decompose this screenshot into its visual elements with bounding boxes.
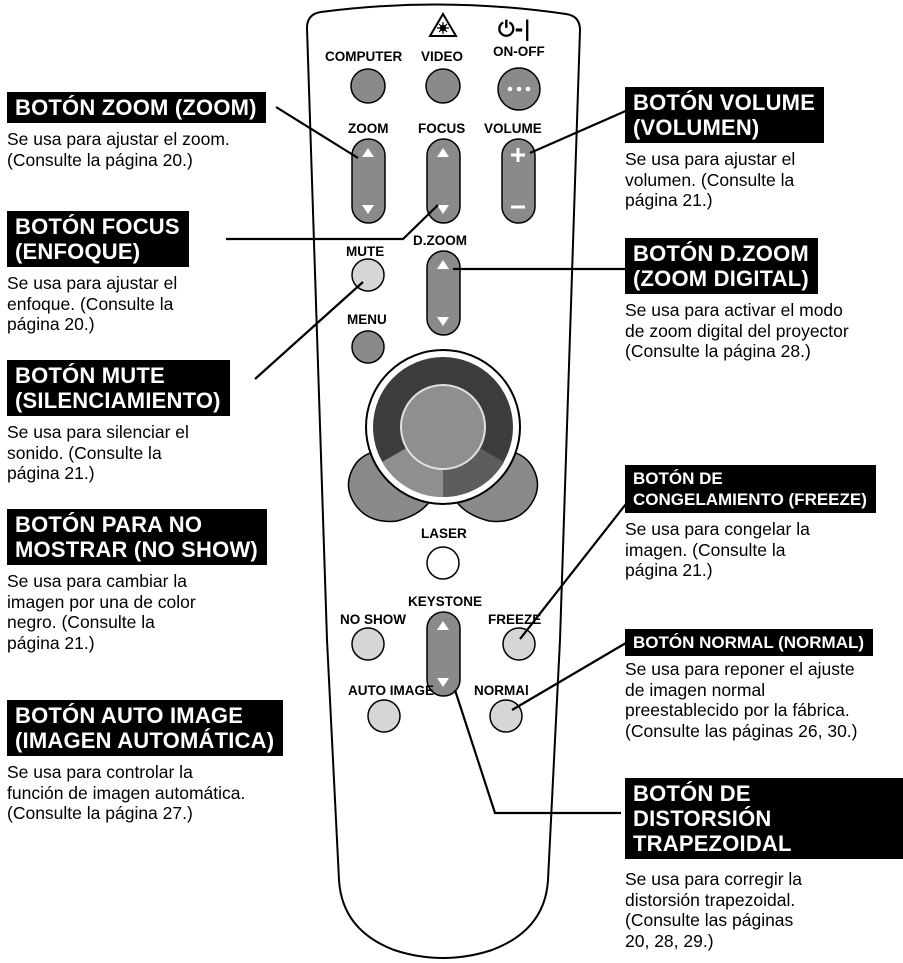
- zoom-label: ZOOM: [348, 121, 389, 136]
- callout-zoom: BOTÓN ZOOM (ZOOM) Se usa para ajustar el…: [7, 92, 266, 170]
- laser-button[interactable]: [427, 547, 459, 579]
- callout-title: BOTÓN DE DISTORSIÓN TRAPEZOIDAL: [625, 778, 903, 859]
- menu-button[interactable]: [352, 331, 384, 363]
- callout-title: BOTÓN ZOOM (ZOOM): [7, 92, 266, 123]
- laser-label: LASER: [421, 526, 467, 541]
- normal-button[interactable]: [490, 700, 522, 732]
- callout-freeze: BOTÓN DE CONGELAMIENTO (FREEZE) Se usa p…: [625, 465, 876, 581]
- callout-description: Se usa para ajustar el zoom. (Consulte l…: [7, 129, 266, 170]
- callout-title: BOTÓN DE CONGELAMIENTO (FREEZE): [625, 465, 876, 513]
- callout-description: Se usa para cambiar la imagen por una de…: [7, 571, 267, 653]
- on-off-label: ON-OFF: [493, 44, 545, 59]
- callout-description: Se usa para reponer el ajuste de imagen …: [625, 659, 873, 741]
- callout-title: BOTÓN PARA NO MOSTRAR (NO SHOW): [7, 509, 267, 565]
- callout-volume: BOTÓN VOLUME (VOLUMEN) Se usa para ajust…: [625, 87, 824, 211]
- callout-title: BOTÓN FOCUS (ENFOQUE): [7, 211, 189, 267]
- callout-d-zoom: BOTÓN D.ZOOM (ZOOM DIGITAL) Se usa para …: [625, 238, 849, 362]
- callout-keystone: BOTÓN DE DISTORSIÓN TRAPEZOIDAL Se usa p…: [625, 778, 903, 951]
- dots-icon: [508, 87, 531, 92]
- callout-title: BOTÓN NORMAL (NORMAL): [625, 629, 873, 656]
- callout-title: BOTÓN MUTE (SILENCIAMIENTO): [7, 360, 230, 416]
- power-icon: ⏻-|: [498, 17, 531, 42]
- computer-label: COMPUTER: [325, 49, 402, 64]
- callout-description: Se usa para corregir la distorsión trape…: [625, 869, 903, 951]
- callout-focus: BOTÓN FOCUS (ENFOQUE) Se usa para ajusta…: [7, 211, 189, 335]
- freeze-label: FREEZE: [488, 612, 541, 627]
- computer-button[interactable]: [351, 69, 385, 103]
- volume-label: VOLUME: [484, 121, 542, 136]
- callout-title: BOTÓN VOLUME (VOLUMEN): [625, 87, 824, 143]
- menu-label: MENU: [347, 312, 387, 327]
- callout-description: Se usa para ajustar el enfoque. (Consult…: [7, 273, 189, 335]
- keystone-label: KEYSTONE: [408, 594, 482, 609]
- freeze-button[interactable]: [503, 628, 535, 660]
- callout-title: BOTÓN D.ZOOM (ZOOM DIGITAL): [625, 238, 818, 294]
- callout-auto-image: BOTÓN AUTO IMAGE (IMAGEN AUTOMÁTICA) Se …: [7, 700, 283, 824]
- callout-description: Se usa para ajustar el volumen. (Consult…: [625, 149, 824, 211]
- no-show-label: NO SHOW: [340, 612, 406, 627]
- d-zoom-label: D.ZOOM: [413, 233, 467, 248]
- video-label: VIDEO: [421, 49, 463, 64]
- normal-label: NORMAl: [474, 683, 529, 698]
- callout-no-show: BOTÓN PARA NO MOSTRAR (NO SHOW) Se usa p…: [7, 509, 267, 653]
- callout-normal: BOTÓN NORMAL (NORMAL) Se usa para repone…: [625, 629, 873, 741]
- callout-title: BOTÓN AUTO IMAGE (IMAGEN AUTOMÁTICA): [7, 700, 283, 756]
- callout-description: Se usa para activar el modo de zoom digi…: [625, 300, 849, 362]
- video-button[interactable]: [426, 69, 460, 103]
- callout-mute: BOTÓN MUTE (SILENCIAMIENTO) Se usa para …: [7, 360, 230, 484]
- focus-label: FOCUS: [418, 121, 465, 136]
- callout-description: Se usa para silenciar el sonido. (Consul…: [7, 422, 230, 484]
- no-show-button[interactable]: [352, 628, 384, 660]
- callout-description: Se usa para controlar la función de imag…: [7, 762, 283, 824]
- callout-description: Se usa para congelar la imagen. (Consult…: [625, 519, 876, 581]
- auto-image-button[interactable]: [368, 700, 400, 732]
- mute-label: MUTE: [346, 244, 384, 259]
- pointer-dial[interactable]: [366, 350, 520, 504]
- auto-image-label: AUTO IMAGE: [348, 683, 434, 698]
